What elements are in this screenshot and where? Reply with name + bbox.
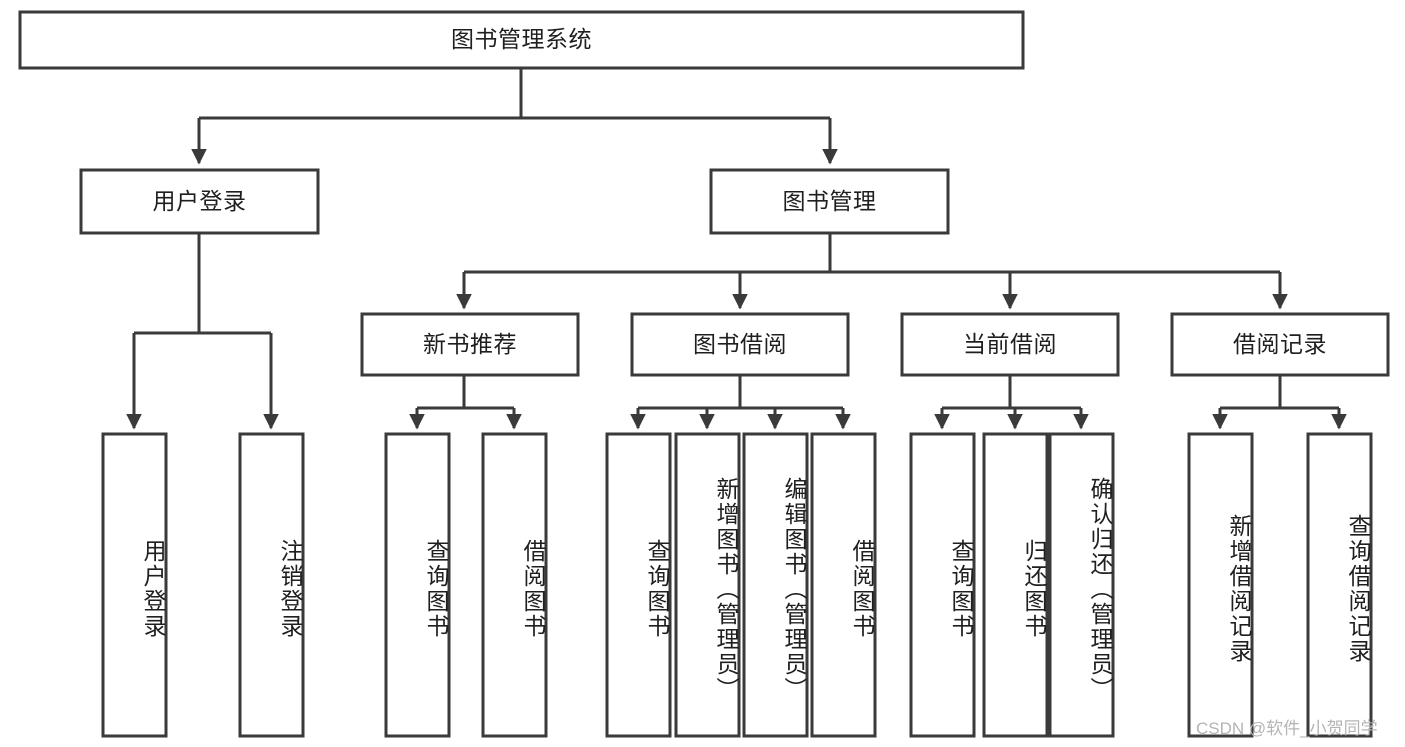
node-leaf-user-logout[interactable] [238, 432, 305, 738]
node-leaf-query-book-current[interactable] [909, 432, 976, 738]
node-new-book-recommendation[interactable] [360, 312, 580, 377]
node-book-management[interactable] [709, 168, 950, 235]
node-leaf-add-borrow-record[interactable] [1187, 432, 1254, 738]
node-leaf-query-book-borrowing[interactable] [605, 432, 672, 738]
node-leaf-query-book-recommend[interactable] [384, 432, 451, 738]
node-leaf-return-book[interactable] [982, 432, 1049, 738]
node-leaf-borrow-book-borrowing[interactable] [810, 432, 877, 738]
node-leaf-borrow-book-recommend[interactable] [481, 432, 548, 738]
node-leaf-confirm-return-admin[interactable] [1048, 432, 1115, 738]
node-leaf-add-book-admin[interactable] [674, 432, 741, 738]
node-root-book-management-system[interactable] [18, 10, 1025, 70]
node-current-borrowing[interactable] [900, 312, 1120, 377]
node-book-borrowing[interactable] [630, 312, 850, 377]
node-leaf-edit-book-admin[interactable] [742, 432, 809, 738]
node-user-login[interactable] [79, 168, 320, 235]
node-leaf-user-login[interactable] [101, 432, 168, 738]
node-borrowing-record[interactable] [1170, 312, 1390, 377]
node-leaf-query-borrow-record[interactable] [1306, 432, 1373, 738]
